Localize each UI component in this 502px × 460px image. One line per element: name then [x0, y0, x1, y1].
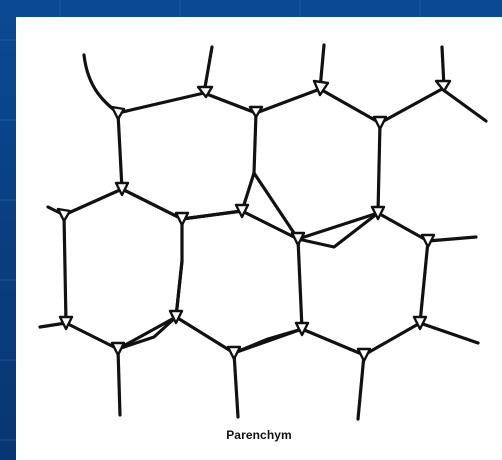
slide-content-panel: Parenchym — [16, 17, 502, 460]
cell-wall — [174, 209, 304, 355]
cell-wall-edge — [426, 235, 478, 243]
intercellular-space — [56, 207, 72, 223]
cell-wall — [252, 87, 382, 249]
cell-wall-edge — [202, 45, 214, 95]
intercellular-spaces — [56, 79, 452, 363]
intercellular-space — [226, 345, 242, 361]
diagram-caption: Parenchym — [226, 428, 292, 442]
cell-wall-edge — [418, 321, 480, 345]
cell-wall-edge — [116, 347, 122, 417]
intercellular-space — [356, 347, 372, 363]
cell-wall-edge — [116, 315, 178, 351]
intercellular-space — [290, 231, 306, 247]
cell-wall — [62, 187, 184, 351]
parenchyma-cell-diagram — [38, 43, 488, 421]
intercellular-space — [312, 79, 330, 97]
intercellular-space — [412, 315, 428, 331]
intercellular-space — [114, 181, 130, 197]
intercellular-space — [110, 341, 126, 357]
intercellular-space — [110, 105, 126, 121]
intercellular-space — [370, 205, 386, 221]
cell-wall — [296, 211, 430, 357]
intercellular-space — [196, 85, 214, 99]
cell-wall — [116, 91, 258, 221]
intercellular-space — [168, 309, 184, 325]
cell-wall-edge — [356, 353, 366, 421]
cell-wall-edge — [232, 351, 240, 419]
intercellular-space — [434, 79, 452, 93]
intercellular-space — [294, 321, 310, 337]
cell-wall-edge — [38, 321, 68, 329]
cell-wall-edge — [232, 327, 304, 355]
cell-wall-edge — [82, 53, 120, 115]
intercellular-space — [248, 105, 264, 119]
intercellular-space — [420, 233, 436, 249]
cell-wall-edge — [378, 87, 488, 125]
intercellular-space — [234, 203, 250, 219]
intercellular-space — [372, 115, 388, 131]
intercellular-space — [58, 315, 74, 331]
intercellular-space — [174, 211, 190, 227]
cell-walls — [38, 43, 488, 421]
